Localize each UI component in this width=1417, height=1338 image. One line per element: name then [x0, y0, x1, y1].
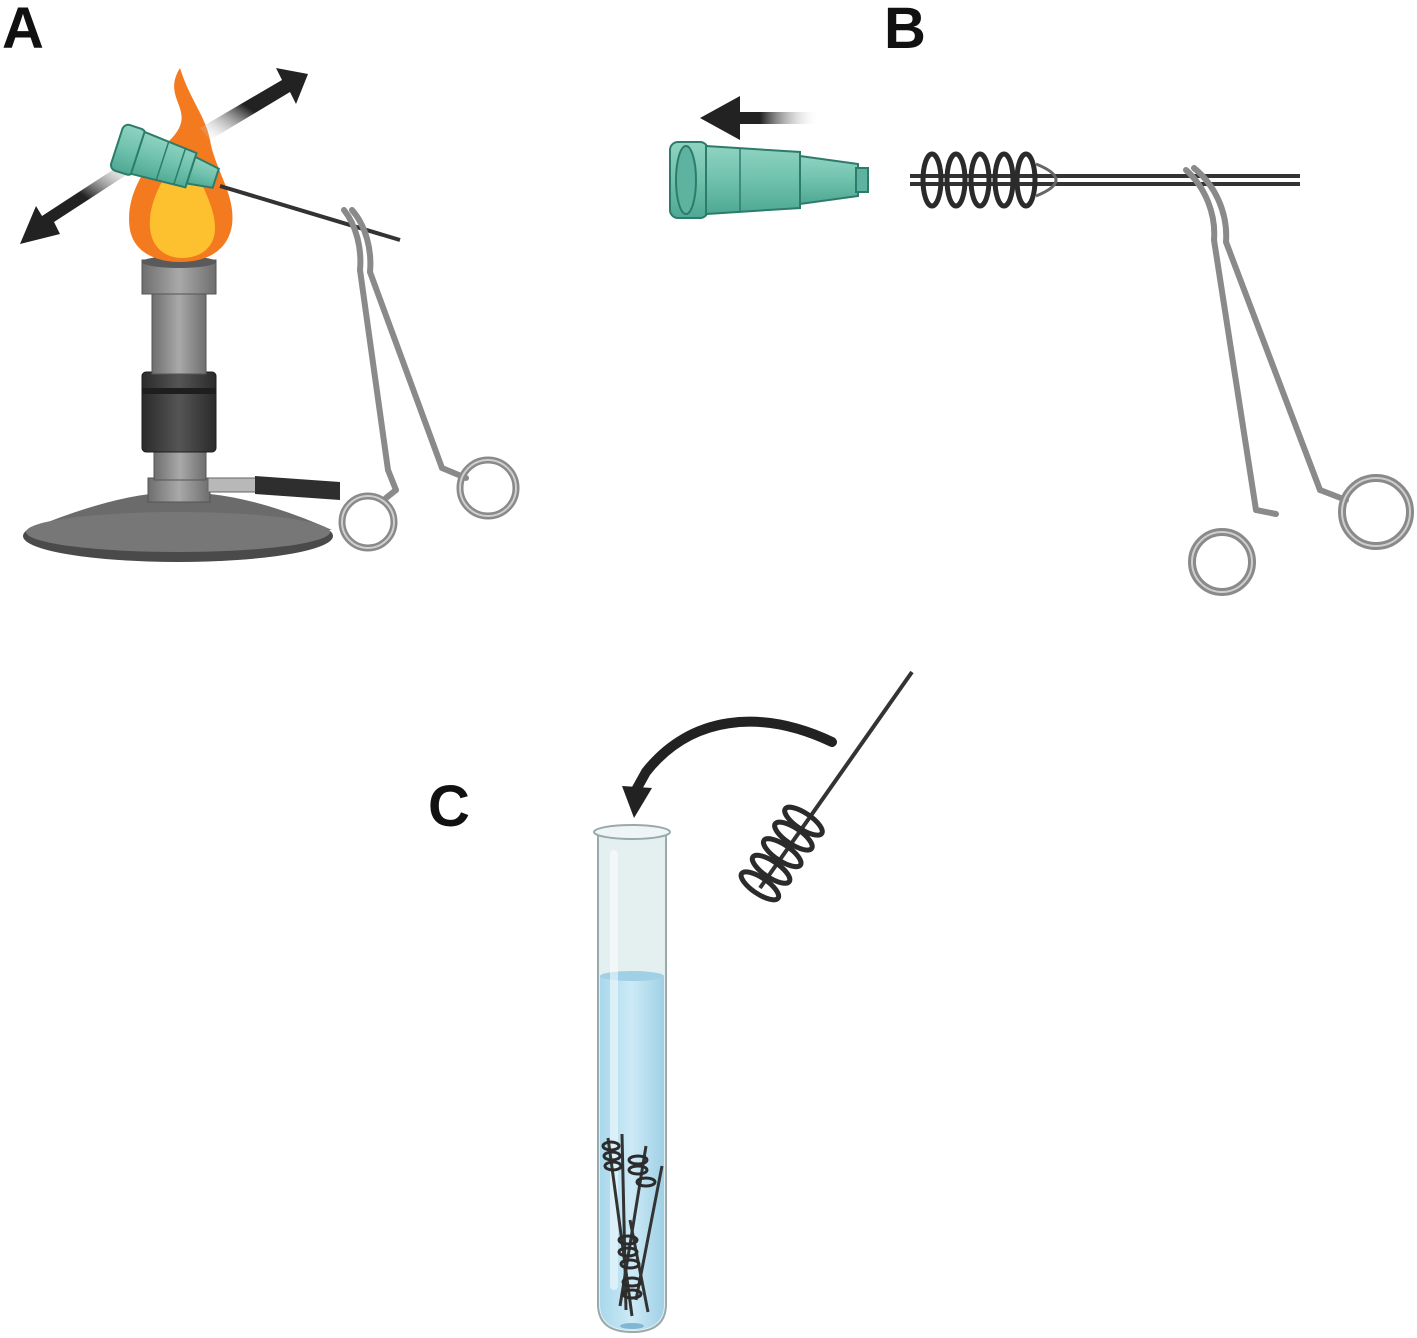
liquid-surface: [600, 971, 664, 981]
forceps-a: [338, 207, 520, 552]
needle-hub-a: [109, 123, 221, 189]
curved-arrow: [631, 716, 837, 795]
wire-coil-c: [738, 804, 825, 903]
panel-label-a: A: [2, 0, 44, 61]
needle-hub-b: [669, 141, 869, 219]
burner-base-top: [26, 512, 330, 552]
needle-shaft: [219, 184, 401, 242]
burner-tube: [151, 289, 207, 375]
panel-c: [593, 670, 914, 1334]
burner-collar: [147, 477, 211, 503]
panel-b: [669, 96, 1414, 596]
forceps-b: [1183, 165, 1414, 596]
air-regulator-sleeve: [141, 371, 217, 453]
panel-a: [20, 68, 520, 562]
wire-coil-b: [920, 151, 1058, 209]
panel-label-c: C: [428, 774, 470, 839]
gas-hose: [255, 476, 340, 500]
arrow-up-right: [200, 68, 308, 140]
curved-arrow-head: [622, 786, 652, 818]
tube-bottom: [620, 1323, 644, 1329]
arrow-left: [700, 96, 820, 140]
panel-label-b: B: [884, 0, 926, 61]
arrow-down-left: [20, 160, 140, 244]
sleeve-ridge: [142, 388, 216, 394]
tube-rim: [593, 824, 671, 840]
motion-arrows: [20, 68, 308, 244]
bunsen-burner: [23, 256, 340, 562]
wire-c: [758, 670, 914, 890]
gas-inlet: [207, 477, 257, 493]
tube-highlight: [610, 850, 618, 1290]
coils-in-tube: [601, 1140, 657, 1300]
